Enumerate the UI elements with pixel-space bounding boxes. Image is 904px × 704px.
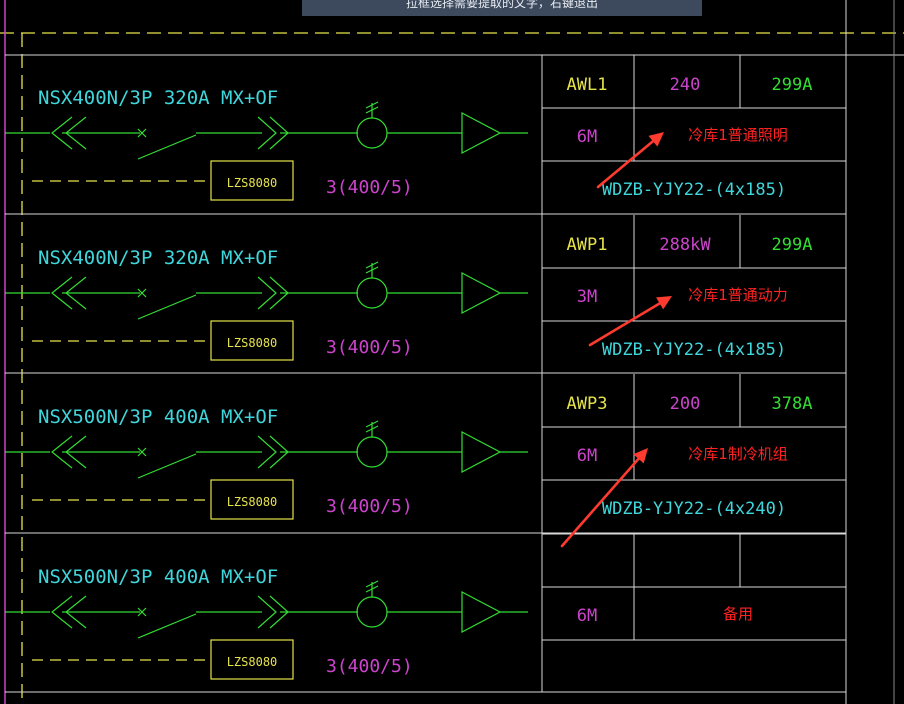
current-value: 378A [772,394,813,414]
circuit-row[interactable]: NSX400N/3P 320A MX+OF LZS8080 3(400/5) A… [5,215,847,374]
circuit-name: 冷库1制冷机组 [688,445,788,463]
meter-label: LZS8080 [227,655,278,669]
load-value: 240 [670,75,701,95]
annotation-arrowhead [656,296,672,310]
withdrawable-contact-symbol [269,435,289,469]
annotation-arrowhead [633,448,648,464]
cable-spec: WDZB-YJY22-(4x185) [602,180,786,200]
annotation-arrow [560,452,645,548]
cable-length: 6M [577,606,597,626]
circuit-row[interactable]: NSX400N/3P 320A MX+OF LZS8080 3(400/5) A… [5,55,847,214]
withdrawable-contact-symbol [51,595,73,629]
breaker-x-mark [137,128,147,138]
current-value: 299A [772,235,813,255]
annotation-arrows [560,132,672,548]
cable-length: 3M [577,287,597,307]
withdrawable-contact-symbol [51,116,73,150]
ct-label: 3(400/5) [326,656,413,677]
annotation-arrowhead [648,132,664,147]
meter-box [210,320,294,361]
annotation-arrow [588,298,667,347]
breaker-blade [137,453,197,479]
meter-box [210,639,294,680]
load-value: 288kW [659,235,711,255]
circuit-row[interactable]: NSX500N/3P 400A MX+OF LZS8080 3(400/5) A… [5,374,847,533]
withdrawable-contact-symbol [257,276,277,310]
breaker-x-mark [137,607,147,617]
current-value: 299A [772,75,813,95]
breaker-label: NSX500N/3P 400A MX+OF [38,406,278,428]
meter-box [210,160,294,201]
cable-length: 6M [577,446,597,466]
circuit-id: AWP3 [567,394,608,414]
withdrawable-contact-symbol [257,116,277,150]
circuit-id: AWP1 [567,235,608,255]
circuit-name: 备用 [723,605,753,623]
meter-label: LZS8080 [227,176,278,190]
cable-spec: WDZB-YJY22-(4x185) [602,340,786,360]
breaker-blade [137,294,197,320]
annotation-arrow [596,135,660,189]
withdrawable-contact-symbol [65,276,87,310]
ct-label: 3(400/5) [326,177,413,198]
withdrawable-contact-symbol [257,595,277,629]
circuit-id: AWL1 [567,75,608,95]
withdrawable-contact-symbol [269,116,289,150]
breaker-blade [137,613,197,639]
meter-box [210,479,294,520]
ct-label: 3(400/5) [326,496,413,517]
breaker-x-mark [137,288,147,298]
circuit-name: 冷库1普通动力 [688,286,788,304]
cable-length: 6M [577,127,597,147]
circuit-name: 冷库1普通照明 [688,126,788,144]
withdrawable-contact-symbol [65,595,87,629]
command-prompt-tooltip: 拉框选择需要提取的文字，右键退出 [302,0,702,16]
withdrawable-contact-symbol [269,276,289,310]
breaker-label: NSX500N/3P 400A MX+OF [38,566,278,588]
withdrawable-contact-symbol [51,276,73,310]
meter-label: LZS8080 [227,336,278,350]
withdrawable-contact-symbol [257,435,277,469]
ct-label: 3(400/5) [326,337,413,358]
cable-spec: WDZB-YJY22-(4x240) [602,499,786,519]
circuit-row[interactable]: NSX500N/3P 400A MX+OF LZS8080 3(400/5) 6… [5,533,847,693]
breaker-label: NSX400N/3P 320A MX+OF [38,87,278,109]
breaker-blade [137,134,197,160]
load-value: 200 [670,394,701,414]
withdrawable-contact-symbol [269,595,289,629]
withdrawable-contact-symbol [65,116,87,150]
breaker-label: NSX400N/3P 320A MX+OF [38,247,278,269]
breaker-x-mark [137,447,147,457]
meter-label: LZS8080 [227,495,278,509]
withdrawable-contact-symbol [51,435,73,469]
withdrawable-contact-symbol [65,435,87,469]
